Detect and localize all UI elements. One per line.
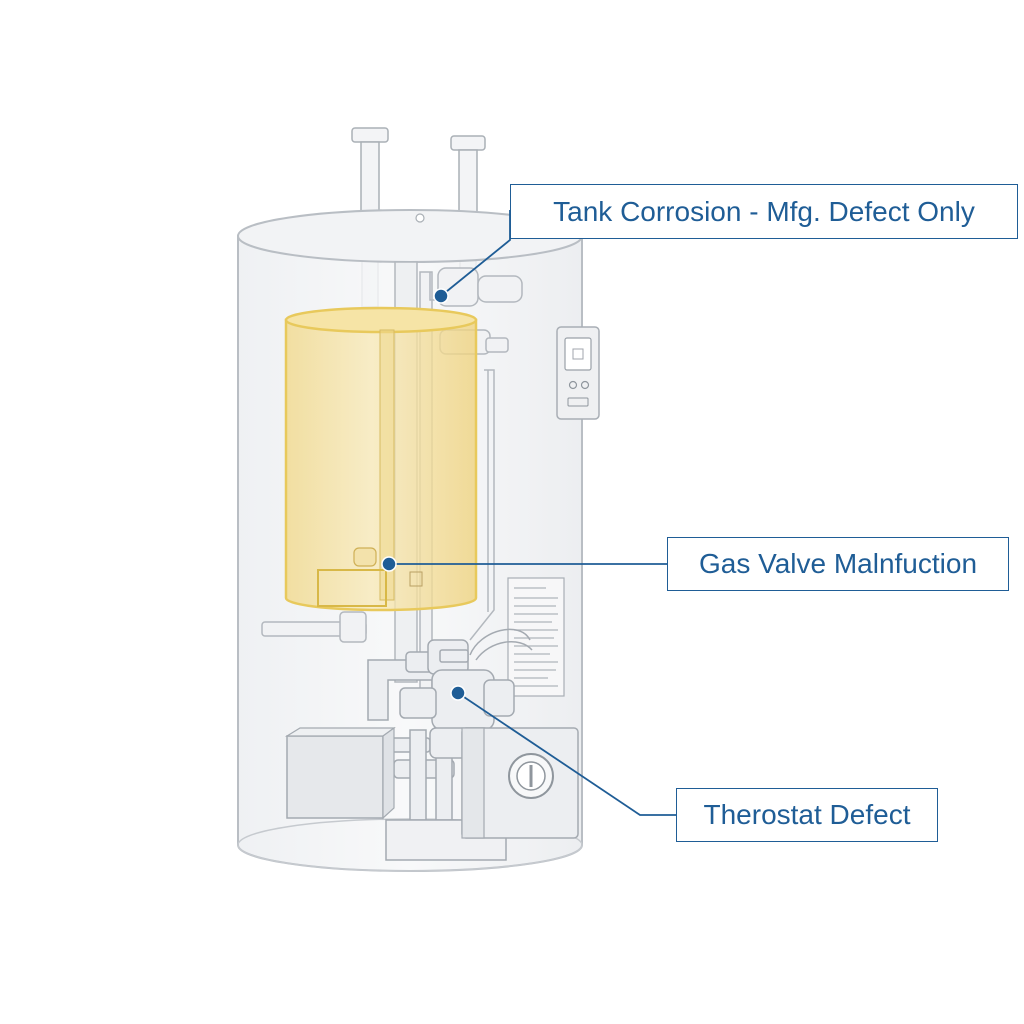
callout-markers bbox=[381, 288, 466, 701]
thermostat-housing bbox=[461, 727, 579, 839]
marker-tank-corrosion-icon bbox=[433, 288, 449, 304]
callout-gas-valve: Gas Valve Malnfuction bbox=[667, 537, 1009, 591]
callout-tank-corrosion: Tank Corrosion - Mfg. Defect Only bbox=[510, 184, 1018, 239]
control-panel bbox=[556, 326, 600, 420]
control-box bbox=[284, 726, 396, 820]
inner-tank bbox=[284, 306, 478, 612]
marker-gas-valve-icon bbox=[381, 556, 397, 572]
leader-thermostat bbox=[457, 692, 676, 816]
marker-thermostat-icon bbox=[450, 685, 466, 701]
gas-valve-assembly bbox=[367, 628, 533, 861]
label-plate bbox=[507, 577, 565, 697]
callout-thermostat: Therostat Defect bbox=[676, 788, 938, 842]
